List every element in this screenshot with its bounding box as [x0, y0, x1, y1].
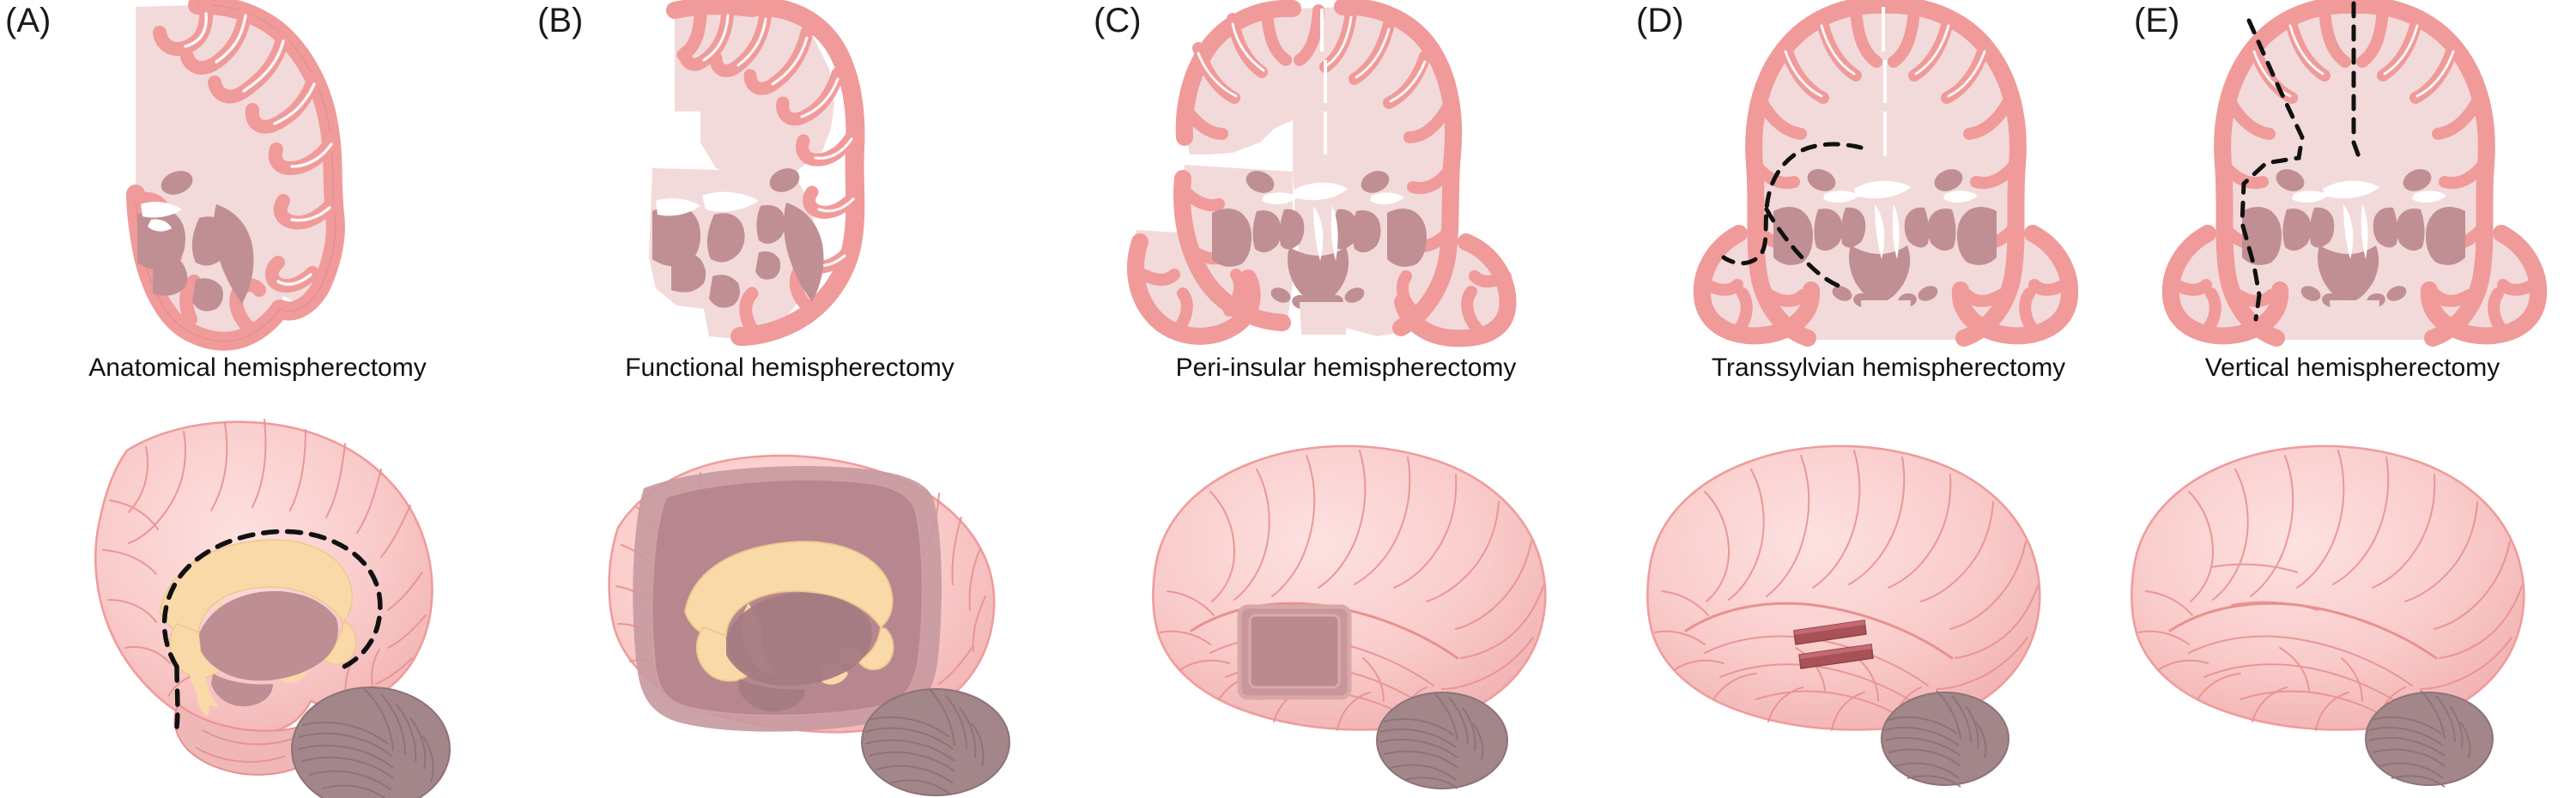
hemisphere-section-a: [126, 0, 345, 351]
panel-letter-e: (E): [2134, 2, 2180, 39]
thalamus-a: [199, 590, 338, 681]
dashed-disconnection-line-d: [1721, 142, 1864, 289]
lateral-hemisphere-c: [1152, 444, 1547, 789]
panel-letter-b: (B): [537, 2, 584, 39]
lateral-hemisphere-b: [608, 454, 1010, 796]
panel-letter-d: (D): [1636, 2, 1684, 39]
caption-e: Vertical hemispherectomy: [2204, 354, 2500, 382]
dashed-midline-e: [2351, 1, 2363, 164]
full-coronal-section-c: [1127, 0, 1517, 348]
deep-gray-nuclei-c: [1212, 171, 1427, 310]
cerebellum-a: [291, 686, 451, 798]
panel-letter-a: (A): [5, 2, 52, 39]
lateral-vertical: [2129, 390, 2576, 798]
panel-a: (A): [0, 0, 515, 798]
lateral-hemisphere-d: [1646, 444, 2041, 788]
thalamus-b: [726, 592, 872, 686]
panel-d: (D): [1631, 0, 2146, 798]
sulcal-lines-e: [2138, 450, 2523, 731]
sylvian-fissure-d: [1684, 602, 1954, 660]
panel-b: (B): [532, 0, 1047, 798]
sylvian-incisions-d: [1793, 620, 1874, 669]
caption-b: Functional hemispherectomy: [625, 354, 955, 382]
coronal-anatomical: [0, 0, 515, 351]
lateral-anatomical: [0, 390, 515, 798]
lateral-hemisphere-e: [2131, 444, 2525, 788]
lateral-transsylvian: [1631, 390, 2146, 798]
deep-gray-nuclei-b: [652, 168, 824, 308]
full-coronal-section-d: [1693, 0, 2079, 347]
lateral-functional: [532, 390, 1047, 798]
hemisphere-section-b: [649, 0, 865, 346]
panel-c: (C): [1088, 0, 1603, 798]
medial-hemisphere-a: [94, 419, 451, 798]
cerebellum-b: [861, 688, 1010, 796]
peri-sylvian-resection-window-c: [1237, 604, 1352, 700]
coronal-vertical: [2129, 0, 2576, 347]
lateral-peri-insular: [1088, 390, 1603, 798]
panel-letter-c: (C): [1094, 2, 1142, 39]
dashed-parasagittal-e: [2240, 18, 2305, 322]
caption-a: Anatomical hemispherectomy: [88, 354, 427, 382]
caption-c: Peri-insular hemispherectomy: [1175, 354, 1517, 382]
cerebellum-e: [2365, 690, 2494, 788]
dashed-resection-outline-a: [161, 529, 383, 729]
deep-gray-nuclei-d: [1773, 169, 1997, 308]
coronal-transsylvian: [1631, 0, 2146, 347]
full-coronal-section-e: [2161, 0, 2548, 347]
coronal-functional: [532, 0, 1047, 346]
cerebellum-d: [1881, 690, 2009, 788]
panel-e: (E): [2129, 0, 2576, 798]
caption-d: Transsylvian hemispherectomy: [1711, 354, 2066, 382]
cerebellum-c: [1376, 692, 1508, 789]
coronal-peri-insular: [1088, 0, 1603, 348]
